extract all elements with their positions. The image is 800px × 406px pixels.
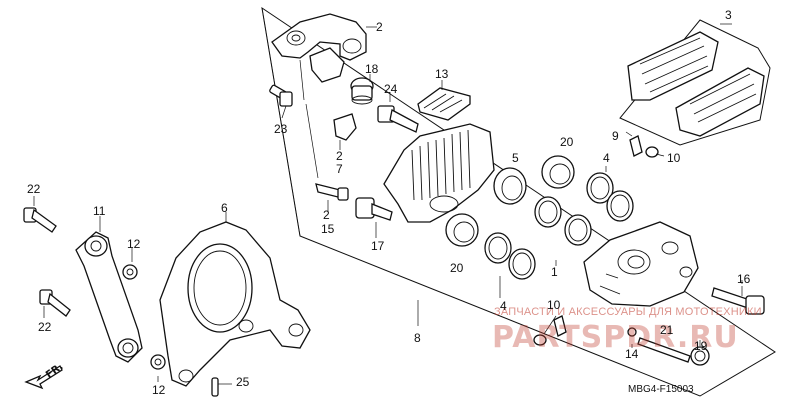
callout-2: 2 bbox=[323, 208, 330, 222]
callout-13: 13 bbox=[435, 67, 449, 81]
caliper-body-outer bbox=[383, 123, 495, 223]
callout-22: 22 bbox=[38, 320, 52, 334]
callout-9: 9 bbox=[612, 129, 619, 143]
callout-3: 3 bbox=[725, 8, 732, 22]
bolt-23 bbox=[269, 84, 293, 119]
bolt-22-upper bbox=[23, 207, 57, 233]
callout-17: 17 bbox=[371, 239, 385, 253]
bolt-24 bbox=[377, 105, 419, 133]
brake-pad-set bbox=[619, 19, 771, 146]
bracket-plate-6 bbox=[159, 212, 311, 387]
callout-10: 10 bbox=[547, 298, 561, 312]
callout-4: 4 bbox=[603, 151, 610, 165]
callout-19: 19 bbox=[694, 339, 708, 353]
bolt-16 bbox=[711, 286, 765, 315]
nut-12-upper bbox=[122, 264, 138, 280]
pad-spring-13 bbox=[417, 80, 471, 121]
callout-4: 4 bbox=[500, 299, 507, 313]
callout-24: 24 bbox=[384, 82, 398, 96]
callout-14: 14 bbox=[625, 347, 639, 361]
watermark-caption: ЗАПЧАСТИ И АКСЕССУАРЫ ДЛЯ МОТОТЕХНИКИ bbox=[494, 306, 762, 318]
leader-lines bbox=[33, 23, 743, 382]
callout-6: 6 bbox=[221, 201, 228, 215]
bolt-17 bbox=[355, 197, 393, 238]
pad-pin-21 bbox=[627, 327, 710, 366]
callout-11: 11 bbox=[93, 204, 106, 218]
watermark-brand-logo: PARTSPDR.RU bbox=[492, 320, 739, 355]
callout-23: 23 bbox=[274, 122, 288, 136]
boot-18 bbox=[350, 77, 374, 105]
caliper-body-inner bbox=[583, 221, 699, 307]
callout-2: 2 bbox=[336, 149, 343, 163]
callout-20: 20 bbox=[560, 135, 574, 149]
callout-15: 15 bbox=[321, 222, 335, 236]
callout-8: 8 bbox=[414, 331, 421, 345]
callout-18: 18 bbox=[365, 62, 379, 76]
callout-1: 1 bbox=[551, 265, 558, 279]
callout-10: 10 bbox=[667, 151, 681, 165]
callout-22: 22 bbox=[27, 182, 41, 196]
nut-12-lower bbox=[150, 354, 166, 370]
pin-15 bbox=[315, 183, 349, 212]
pistons-and-seals bbox=[445, 155, 634, 280]
callout-12: 12 bbox=[152, 383, 166, 397]
callout-5: 5 bbox=[512, 151, 519, 165]
stopper-arm-11 bbox=[75, 231, 143, 363]
callout-12: 12 bbox=[127, 237, 141, 251]
drawing-code: MBG4-F15003 bbox=[628, 384, 694, 395]
bolt-22-lower bbox=[39, 289, 71, 317]
callout-20: 20 bbox=[450, 261, 464, 275]
callout-7: 7 bbox=[336, 162, 343, 176]
bleeder-lower bbox=[533, 315, 567, 346]
callout-21: 21 bbox=[660, 323, 674, 337]
callout-25: 25 bbox=[236, 375, 250, 389]
retainer-clip bbox=[333, 113, 357, 150]
caliper-bracket bbox=[271, 13, 377, 83]
front-direction-arrow bbox=[24, 365, 63, 390]
callout-2: 2 bbox=[376, 20, 383, 34]
screw-25 bbox=[211, 377, 232, 397]
callout-16: 16 bbox=[737, 272, 751, 286]
bleeder-upper bbox=[629, 135, 659, 158]
